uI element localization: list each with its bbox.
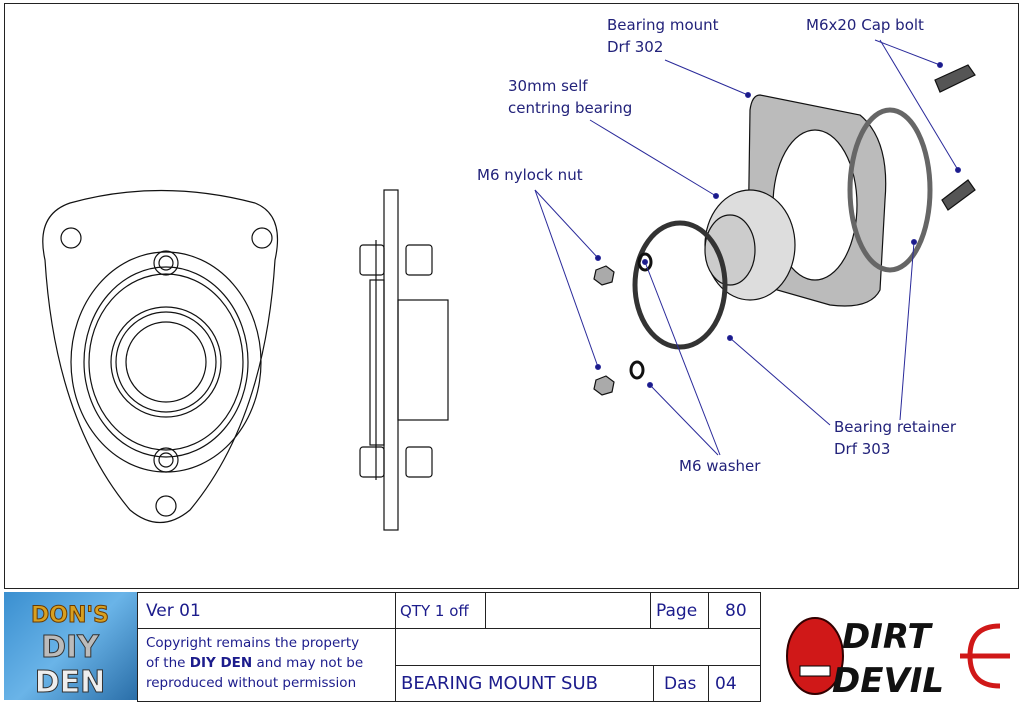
drawing-title: BEARING MOUNT SUB (395, 665, 654, 702)
svg-text:DIY: DIY (41, 630, 100, 665)
svg-text:DEN: DEN (35, 665, 106, 700)
version-cell: Ver 01 (137, 592, 396, 629)
side-view (359, 189, 449, 531)
leader-lines (534, 39, 961, 456)
drawing-frame (4, 3, 1019, 589)
label-washer: M6 washer (679, 457, 761, 475)
label-cap-bolt: M6x20 Cap bolt (806, 16, 924, 34)
dons-diy-den-logo: DON'S DIY DEN (4, 592, 137, 701)
page-number: 80 (708, 592, 761, 629)
qty-cell: QTY 1 off (395, 592, 486, 629)
label-nylock-nut: M6 nylock nut (477, 166, 583, 184)
dirt-devil-logo: DIRT DEVIL (770, 606, 1020, 701)
svg-text:DON'S: DON'S (31, 603, 109, 628)
das-number: 04 (708, 665, 761, 702)
copyright-notice: Copyright remains the property of the DI… (137, 628, 396, 702)
page-label: Page (650, 592, 709, 629)
notes-cell (395, 628, 761, 666)
exploded-view (593, 64, 976, 396)
front-view (42, 189, 279, 523)
svg-text:DEVIL: DEVIL (832, 661, 944, 700)
svg-text:DIRT: DIRT (842, 617, 934, 657)
das-label: Das (653, 665, 709, 702)
blank-cell (485, 592, 651, 629)
